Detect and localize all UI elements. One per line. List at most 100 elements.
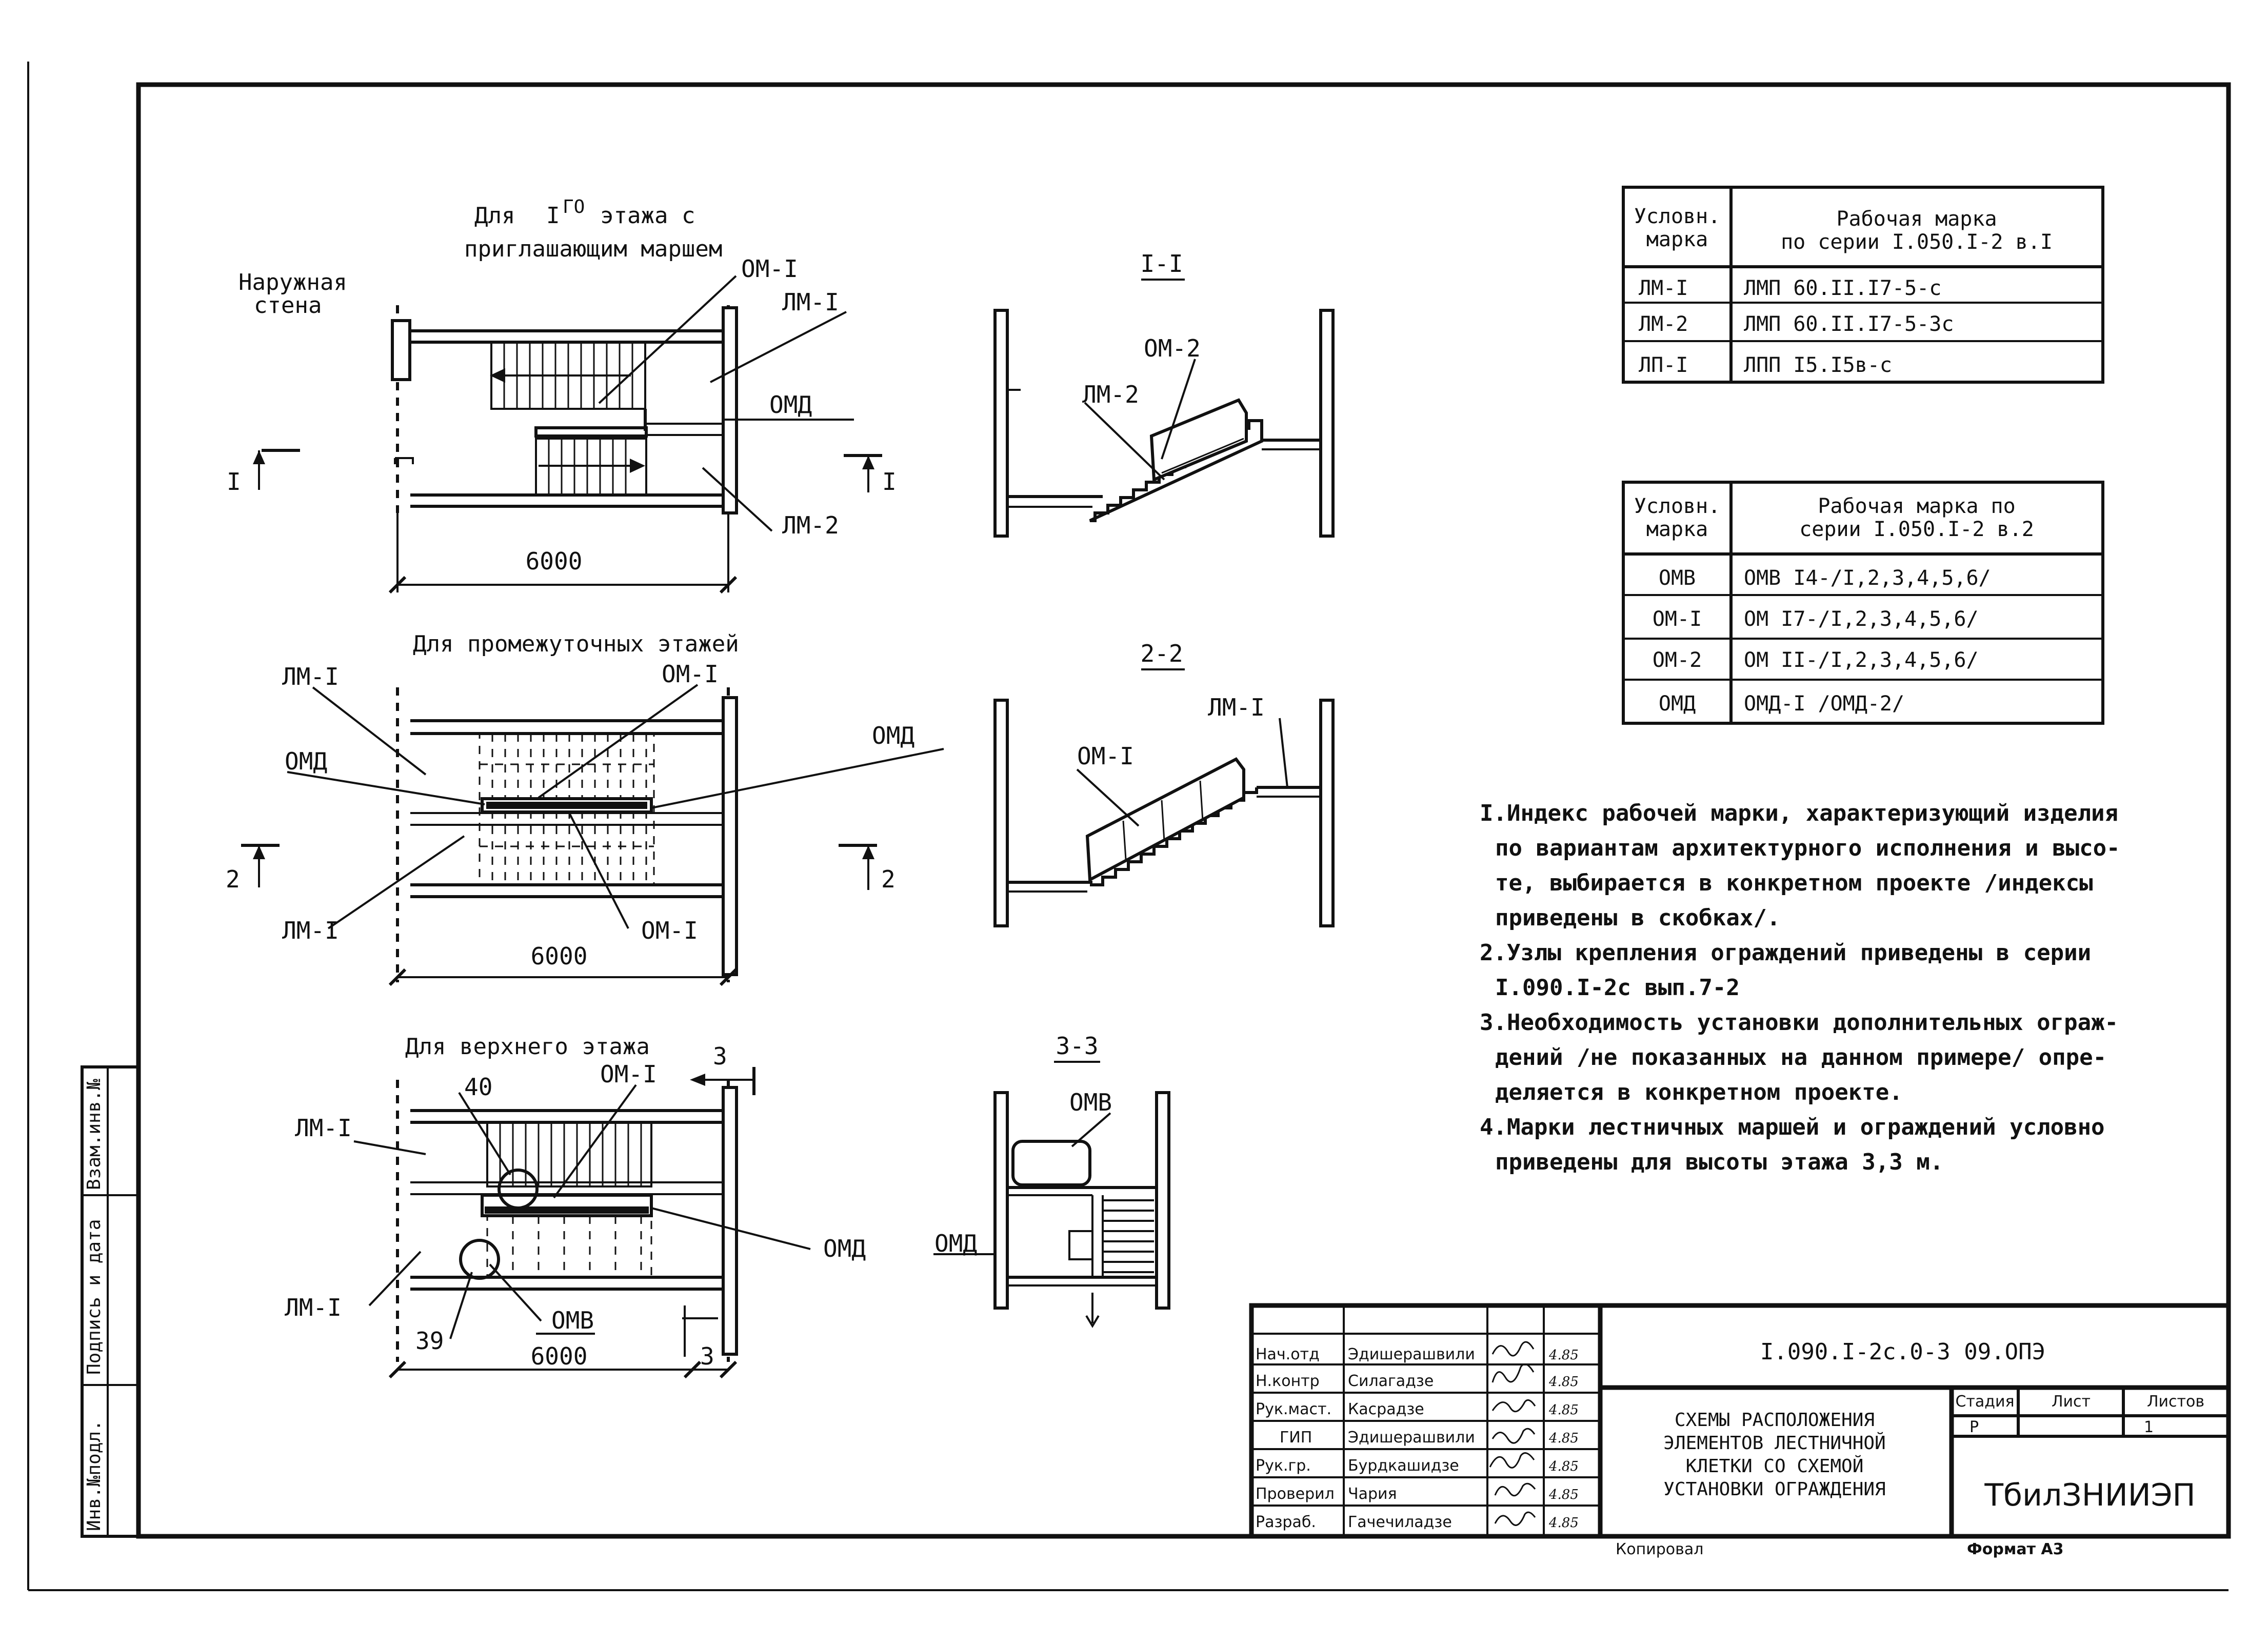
plan3-dimension: 6000 [531, 1342, 588, 1370]
section2-label-lm1: ЛМ-I [1208, 694, 1265, 721]
node-circle-39 [459, 1239, 500, 1280]
plan1-title-line2: приглашающим маршем [464, 236, 722, 262]
side-stamp-signature: Подпись и дата [84, 1219, 105, 1375]
table1-row2-work: ЛМП 60.II.I7-5-3с [1744, 312, 1954, 336]
plan1-right-wall [722, 306, 738, 514]
table1-row1-mark: ЛМ-I [1639, 276, 1688, 300]
plan1-label-lm2: ЛМ-2 [782, 511, 839, 539]
stage-value: Р [1969, 1418, 1979, 1436]
signer6-name: Чария [1348, 1485, 1397, 1503]
section-1-1: I-I ОМ-2 ЛМ-2 [993, 250, 1335, 538]
section-2-2: 2-2 ЛМ-I ОМ-I [993, 640, 1335, 927]
format-label: Формат А3 [1967, 1540, 2064, 1558]
table1-header-mark-2: марка [1646, 228, 1708, 251]
table2-header-work-1: Рабочая марка по [1818, 494, 2015, 518]
plan2-label-om1-bottom: ОМ-I [641, 917, 698, 944]
table2-row1-work: ОМВ I4-/I,2,3,4,5,6/ [1744, 566, 1991, 590]
plan3-label-40: 40 [464, 1073, 492, 1101]
outer-wall-segment [391, 319, 411, 381]
section3-rail-omv [1011, 1140, 1091, 1186]
plan2-dimension: 6000 [531, 942, 588, 970]
table2-header-mark-1: Условн. [1634, 494, 1721, 518]
title-block: Нач.отд Эдишерашвили 4.85 Н.контр Силага… [1249, 1303, 2231, 1558]
title-desc-2: ЭЛЕМЕНТОВ ЛЕСТНИЧНОЙ [1663, 1432, 1885, 1454]
table1-header-work-2: по серии I.050.I-2 в.I [1781, 230, 2053, 254]
plan3-label-omv: ОМВ [551, 1307, 594, 1334]
plan2-label-lm1-top: ЛМ-I [282, 663, 339, 690]
outer-wall-label-1: Наружная [238, 269, 347, 295]
outer-wall-label-2: стена [254, 292, 322, 319]
note-line-4: приведены в скобках/. [1495, 905, 1780, 931]
plan2-section-left: 2 [226, 865, 240, 893]
note-line-5: 2.Узлы крепления ограждений приведены в … [1480, 940, 2091, 966]
plan3-label-omd: ОМД [823, 1235, 866, 1262]
plan2-label-lm1-bottom: ЛМ-I [282, 917, 339, 944]
table1-row3-mark: ЛП-I [1639, 353, 1688, 377]
plan3-section-mark: 3 [713, 1042, 727, 1070]
signer4-date: 4.85 [1548, 1431, 1579, 1446]
plan1-title-a: Для [474, 203, 515, 229]
signature-scribbles [1489, 1341, 1536, 1526]
section2-rail-om1 [1085, 757, 1245, 882]
table1-header-mark-1: Условн. [1634, 205, 1721, 228]
plan1-title-c: этажа с [600, 203, 695, 229]
table2-row4-mark: ОМД [1659, 692, 1696, 716]
plan3-label-lm1-top: ЛМ-I [295, 1114, 352, 1142]
plan2-title: Для промежуточных этажей [413, 631, 739, 657]
signer5-name: Бурдкашидзе [1348, 1457, 1459, 1475]
title-desc-1: СХЕМЫ РАСПОЛОЖЕНИЯ [1675, 1410, 1875, 1431]
note-line-8: дений /не показанных на данном примере/ … [1495, 1044, 2106, 1071]
section2-label-om1: ОМ-I [1077, 742, 1134, 770]
signer3-role: Рук.маст. [1256, 1400, 1331, 1418]
signer2-role: Н.контр [1256, 1372, 1320, 1390]
plan3-title: Для верхнего этажа [405, 1034, 650, 1060]
plan1-label-om1: ОМ-I [741, 255, 798, 283]
signer6-date: 4.85 [1548, 1487, 1579, 1502]
plan3-dim-small: 3 [700, 1342, 714, 1370]
note-line-7: 3.Необходимость установки дополнительных… [1480, 1009, 2118, 1036]
plan2-label-omd-left: ОМД [285, 747, 327, 775]
signer3-date: 4.85 [1548, 1402, 1579, 1418]
copied-by-label: Копировал [1616, 1540, 1703, 1558]
signer7-role: Разраб. [1256, 1513, 1316, 1531]
table2-row2-mark: ОМ-I [1653, 607, 1702, 631]
table-2: Условн. марка Рабочая марка по серии I.0… [1622, 481, 2104, 725]
signer4-name: Эдишерашвили [1348, 1429, 1475, 1447]
section2-title: 2-2 [1140, 640, 1183, 667]
side-stamp-inv: Инв.№подл. [84, 1420, 105, 1531]
signer5-date: 4.85 [1548, 1459, 1579, 1474]
title-desc-4: УСТАНОВКИ ОГРАЖДЕНИЯ [1663, 1479, 1885, 1500]
plan1-section-left: I [227, 468, 241, 496]
title-desc-3: КЛЕТКИ СО СХЕМОЙ [1686, 1455, 1864, 1477]
note-line-2: по вариантам архитектурного исполнения и… [1495, 835, 2120, 861]
signer7-date: 4.85 [1548, 1515, 1579, 1531]
note-line-6: I.090.I-2с вып.7-2 [1495, 975, 1740, 1001]
section1-label-om2: ОМ-2 [1144, 334, 1201, 362]
note-line-9: деляется в конкретном проекте. [1495, 1079, 1903, 1105]
organization-name: ТбилЗНИИЭП [1984, 1477, 2195, 1513]
table1-header-work-1: Рабочая марка [1836, 207, 1997, 231]
table2-row3-work: ОМ II-/I,2,3,4,5,6/ [1744, 648, 1979, 672]
note-line-11: приведены для высоты этажа 3,3 м. [1495, 1149, 1943, 1175]
signer5-role: Рук.гр. [1256, 1457, 1311, 1475]
section3-label-omv: ОМВ [1069, 1088, 1112, 1116]
table2-row3-mark: ОМ-2 [1653, 648, 1702, 672]
note-line-10: 4.Марки лестничных маршей и ограждений у… [1480, 1114, 2105, 1140]
node-circle-40 [498, 1169, 539, 1210]
plan1-dimension: 6000 [526, 547, 583, 575]
signer2-date: 4.85 [1548, 1374, 1579, 1390]
table2-row2-work: ОМ I7-/I,2,3,4,5,6/ [1744, 607, 1979, 631]
signer3-name: Касрадзе [1348, 1400, 1424, 1418]
table1-row2-mark: ЛМ-2 [1639, 312, 1688, 336]
sheet-value: 1 [2144, 1418, 2154, 1436]
plan3-label-39: 39 [415, 1327, 444, 1355]
plan3-label-om1: ОМ-I [600, 1060, 657, 1088]
plan1-omd-rail [534, 426, 648, 438]
section3-label-omd: ОМД [934, 1230, 977, 1257]
plan1-label-lm1: ЛМ-I [782, 288, 839, 316]
section1-label-lm2: ЛМ-2 [1082, 381, 1139, 408]
plan1-label-omd: ОМД [769, 391, 812, 419]
plan-top-floor: Для верхнего этажа [285, 1034, 866, 1379]
sheet-frame [136, 82, 2231, 1539]
